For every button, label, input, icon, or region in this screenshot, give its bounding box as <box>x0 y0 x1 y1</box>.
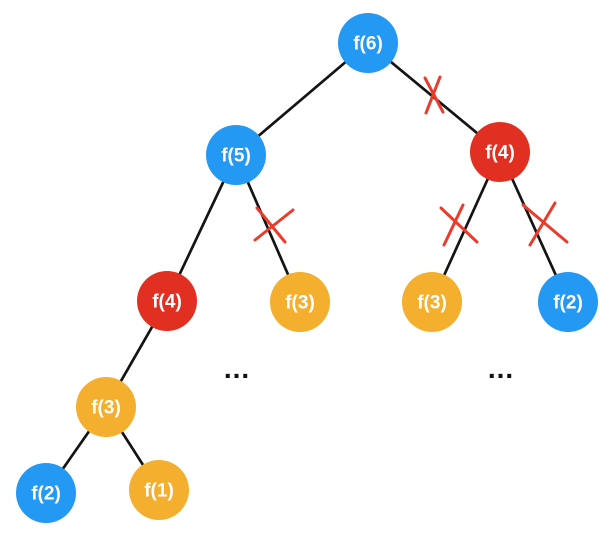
x-stroke <box>521 203 569 244</box>
tree-node-f3mr <box>402 272 462 332</box>
tree-node-label-f1: f(1) <box>144 481 174 502</box>
tree-node-f4r <box>470 122 530 182</box>
tree-node-f6 <box>338 13 398 73</box>
tree-node-f3l <box>76 377 136 437</box>
pruned-x-icon-f5-f3ml <box>253 206 295 244</box>
tree-node-label-f2l: f(2) <box>31 484 61 505</box>
text-layer: f(6) f(5) f(4) f(4) f(3) f(3) f(2) f(3) f(2) f(1)… <box>31 34 583 505</box>
x-stroke <box>442 203 465 247</box>
tree-node-f3ml <box>270 272 330 332</box>
tree-node-f2r <box>538 272 598 332</box>
pruned-x-icon-f6-f4r <box>423 75 445 115</box>
x-stroke <box>439 206 479 244</box>
pruned-x-icon-f4r-f3mr <box>439 203 479 247</box>
ellipsis-text-2: ... <box>488 353 514 384</box>
tree-node-label-f3ml: f(3) <box>285 293 315 314</box>
tree-node-label-f3mr: f(3) <box>417 293 447 314</box>
x-stroke <box>255 206 287 244</box>
tree-node-label-f4r: f(4) <box>485 143 515 164</box>
pruned-x-icon-f4r-f2r <box>521 201 569 247</box>
tree-node-f5 <box>206 125 266 185</box>
x-stroke <box>424 75 442 115</box>
tree-node-label-f3l: f(3) <box>91 398 121 419</box>
tree-node-f1 <box>129 460 189 520</box>
tree-node-label-f6: f(6) <box>353 34 383 55</box>
x-marks-layer <box>253 75 569 247</box>
tree-node-f4l <box>137 271 197 331</box>
x-stroke <box>253 208 295 242</box>
tree-node-label-f4l: f(4) <box>152 292 182 313</box>
ellipsis-text-1: ... <box>224 353 250 384</box>
nodes-layer <box>16 13 598 523</box>
tree-node-f2l <box>16 463 76 523</box>
tree-node-label-f5: f(5) <box>221 146 251 167</box>
tree-node-label-f2r: f(2) <box>553 293 583 314</box>
x-stroke <box>528 201 557 247</box>
